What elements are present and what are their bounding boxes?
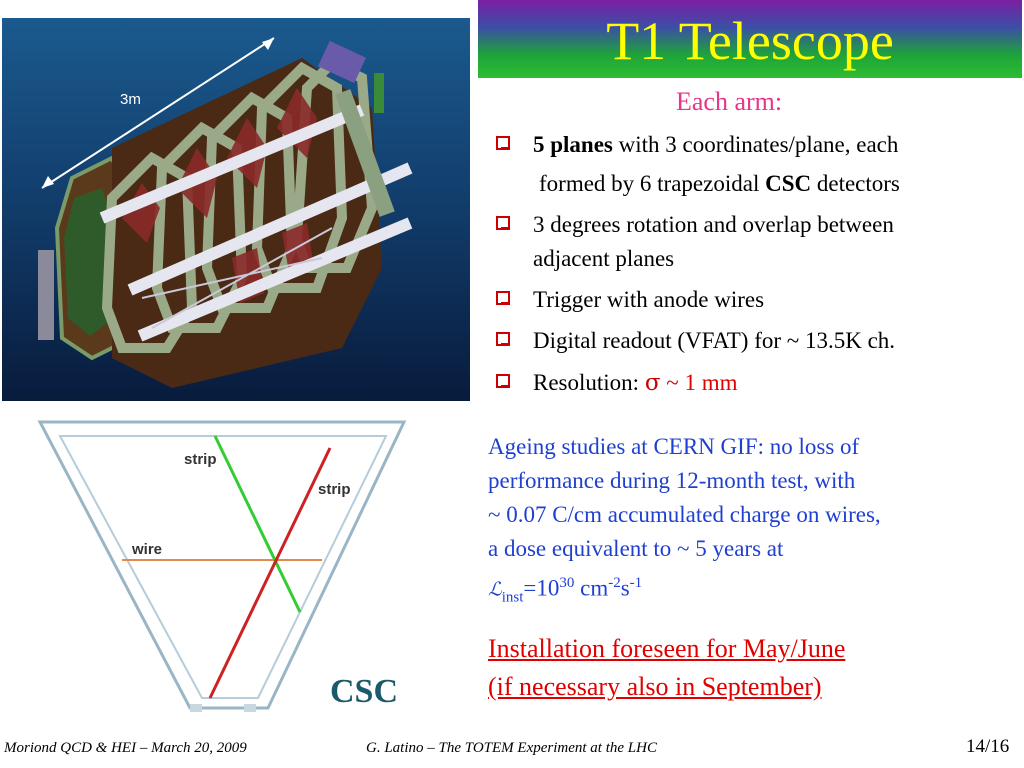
checkbox-bullet-icon [496,374,510,388]
ageing-line: performance during 12-month test, with [488,468,856,493]
resolution-value: 1 mm [684,370,738,395]
strip-label-2: strip [318,481,351,498]
checkbox-bullet-icon [496,291,510,305]
csc-trapezoid-figure: strip strip wire CSC [37,420,407,712]
installation-note: Installation foreseen for May/June (if n… [488,630,1008,706]
checkbox-bullet-icon [496,216,510,230]
slide-title: T1 Telescope [606,11,894,71]
ageing-line: Ageing studies at CERN GIF: no loss of [488,434,860,459]
luminosity-line: ℒinst=1030 cm-2s-1 [488,566,1008,614]
checkbox-bullet-icon [496,136,510,150]
luminosity-exp: 30 [559,575,575,591]
bullet-text: 3 degrees rotation and overlap between [533,212,894,237]
bullet-bold: 5 planes [533,132,613,157]
ageing-line: a dose equivalent to ~ 5 years at [488,536,784,561]
bullet-text: detectors [811,171,900,196]
luminosity-symbol: ℒ [488,578,502,601]
sigma-symbol: σ [644,370,661,396]
page-number: 14/16 [966,736,1010,757]
footer-author: G. Latino – The TOTEM Experiment at the … [366,740,657,756]
bullet-text: with 3 coordinates/plane, each [612,132,899,157]
bullet-text: Resolution: [533,370,645,395]
csc-diagram: strip strip wire CSC [0,408,476,713]
luminosity-eq: =10 [523,575,560,601]
bullet-text: formed by 6 trapezoidal [539,171,766,196]
footer-conference: Moriond QCD & HEI – March 20, 2009 [4,740,247,756]
ageing-paragraph: Ageing studies at CERN GIF: no loss of p… [488,430,1008,614]
strip-label-1: strip [184,451,217,468]
title-banner [478,0,1022,78]
install-line: (if necessary also in September) [488,672,822,701]
checkbox-bullet-icon [496,332,510,346]
telescope-illustration: 3m [38,37,413,388]
ageing-line: ~ 0.07 C/cm accumulated charge on wires, [488,502,881,527]
bullet-text: adjacent planes [533,246,675,271]
unit-cm-exp: -2 [608,575,621,591]
tilde-symbol: ~ [660,370,685,395]
luminosity-sub: inst [501,589,524,606]
unit-s-exp: -1 [629,575,643,591]
unit-cm: cm [574,575,609,601]
install-line: Installation foreseen for May/June [488,634,846,663]
unit-s: s [620,575,630,601]
each-arm-heading: Each arm: [676,87,783,116]
telescope-image: 3m [2,18,470,401]
bullet-text: Digital readout (VFAT) for ~ 13.5K ch. [533,328,896,353]
dimension-label: 3m [120,91,141,108]
bullet-text: Trigger with anode wires [533,287,765,312]
wire-label: wire [131,541,162,558]
csc-label: CSC [330,673,398,710]
bullet-bold: CSC [765,171,812,196]
